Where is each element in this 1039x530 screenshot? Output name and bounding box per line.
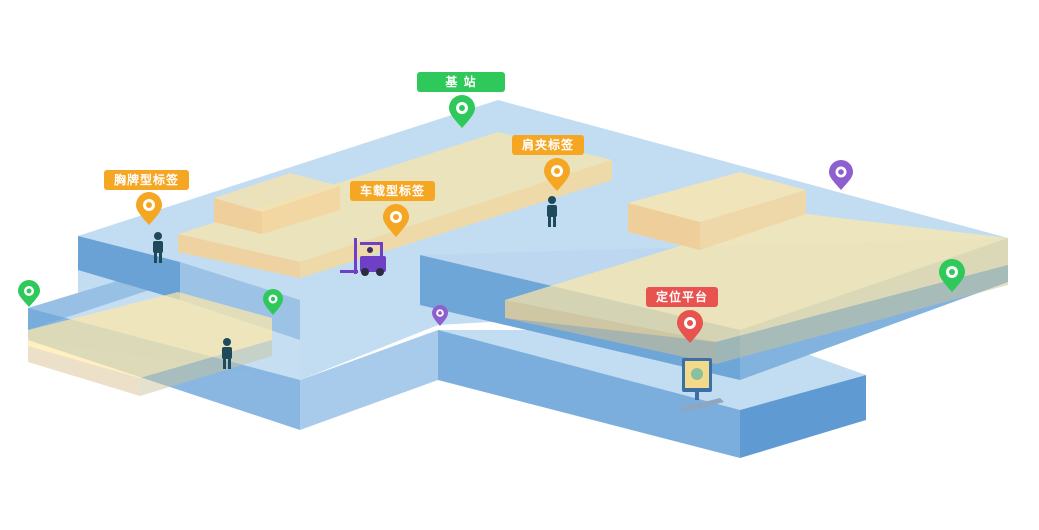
forklift-icon <box>340 238 386 276</box>
base-station-label: 基 站 <box>417 72 505 92</box>
vehicle-tag-pin[interactable] <box>383 204 409 237</box>
person-icon <box>222 338 232 369</box>
purple-pin-right[interactable] <box>829 160 853 190</box>
base-station-pin[interactable] <box>449 95 475 128</box>
corner-green-pin-right[interactable] <box>939 259 965 292</box>
corner-green-pin-mid[interactable] <box>263 289 283 315</box>
chest-tag-pin[interactable] <box>136 192 162 225</box>
platform-pin[interactable] <box>677 310 703 343</box>
shoulder-tag-label: 肩夹标签 <box>512 135 585 155</box>
person-icon <box>153 232 163 263</box>
computer-icon <box>680 358 724 412</box>
purple-pin-center[interactable] <box>432 305 448 326</box>
vehicle-tag-label: 车载型标签 <box>350 181 436 201</box>
positioning-platform-label: 定位平台 <box>646 287 719 307</box>
chest-tag-label: 胸牌型标签 <box>104 170 190 190</box>
shoulder-tag-pin[interactable] <box>544 158 570 191</box>
person-icon <box>547 196 557 227</box>
corner-green-pin-left[interactable] <box>18 280 40 307</box>
